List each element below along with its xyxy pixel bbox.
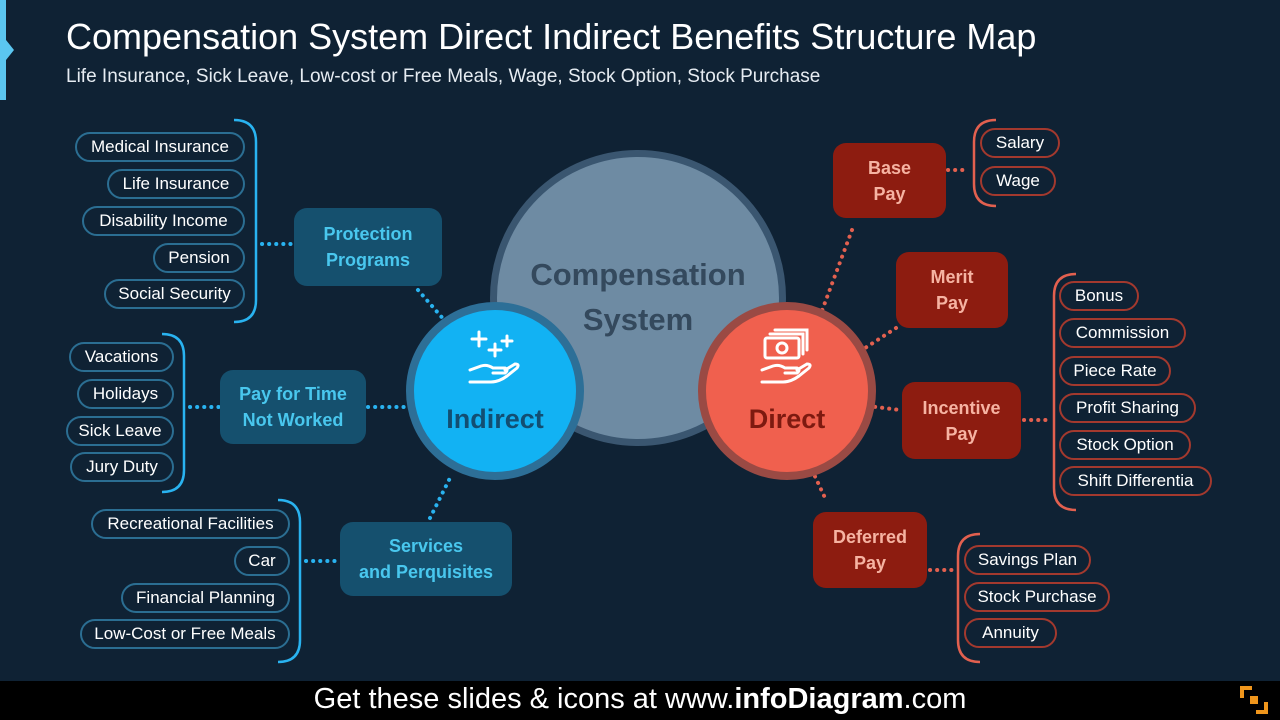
category-line2: Pay — [935, 293, 968, 313]
category-line1: Incentive — [922, 397, 1001, 418]
hand-money-icon — [760, 328, 812, 384]
category-line2: Pay — [853, 553, 887, 573]
category-line2: Not Worked — [242, 410, 344, 430]
category-line1: Protection — [323, 224, 413, 244]
bracket-time — [161, 332, 186, 494]
list-item: Annuity — [964, 618, 1057, 648]
bracket-base — [972, 118, 997, 208]
footer-prefix: Get these slides & icons at www. — [313, 683, 735, 715]
category-line1: Deferred — [832, 527, 908, 547]
category-line2: Pay — [945, 423, 978, 444]
infodiagram-logo-icon — [1240, 686, 1268, 714]
compensation-label-line2: System — [582, 302, 694, 337]
category-line2: and Perquisites — [358, 562, 494, 582]
accent-notch — [6, 40, 14, 60]
list-item: Profit Sharing — [1059, 393, 1196, 423]
category-line1: Base — [867, 157, 912, 178]
list-item: Salary — [980, 128, 1060, 158]
footer-link[interactable]: Get these slides & icons at www.infoDiag… — [0, 683, 1280, 716]
footer-brand: infoDiagram — [734, 683, 904, 715]
category-services: Services and Perquisites — [340, 522, 512, 596]
accent-bar — [0, 0, 6, 100]
footer-suffix: .com — [903, 683, 967, 715]
list-item: Vacations — [69, 342, 174, 372]
list-item: Car — [234, 546, 290, 576]
list-item: Medical Insurance — [75, 132, 245, 162]
list-item: Jury Duty — [70, 452, 174, 482]
list-item: Holidays — [77, 379, 174, 409]
list-item: Bonus — [1059, 281, 1139, 311]
footer-bar — [0, 681, 1280, 720]
page-title: Compensation System Direct Indirect Bene… — [66, 16, 1037, 57]
category-line2: Programs — [325, 250, 411, 270]
direct-label: Direct — [748, 404, 826, 434]
indirect-circle — [406, 302, 584, 480]
connector-protection-indirect — [416, 288, 448, 324]
direct-circle — [698, 302, 876, 480]
list-item: Commission — [1059, 318, 1186, 348]
list-item: Stock Purchase — [964, 582, 1110, 612]
compensation-label-line1: Compensation — [530, 257, 746, 292]
page-subtitle: Life Insurance, Sick Leave, Low-cost or … — [66, 66, 821, 87]
connector-services-indirect — [428, 472, 454, 520]
category-line1: Merit — [930, 267, 974, 287]
list-item: Stock Option — [1059, 430, 1191, 460]
list-item: Financial Planning — [121, 583, 290, 613]
list-item: Wage — [980, 166, 1056, 196]
list-item: Shift Differentia — [1059, 466, 1212, 496]
bracket-deferred — [956, 532, 981, 664]
indirect-label: Indirect — [446, 404, 544, 434]
list-item: Social Security — [104, 279, 245, 309]
list-item: Pension — [153, 243, 245, 273]
list-item: Sick Leave — [66, 416, 174, 446]
compensation-label: Compensation System — [490, 252, 786, 342]
list-item: Savings Plan — [964, 545, 1091, 575]
bracket-protection — [233, 118, 258, 324]
category-line2: Pay — [873, 183, 906, 204]
connector-base-direct — [818, 228, 854, 318]
bracket-services — [277, 498, 302, 664]
category-line1: Pay for Time — [239, 384, 347, 404]
list-item: Recreational Facilities — [91, 509, 290, 539]
connector-merit-direct — [860, 326, 898, 352]
bracket-incentive — [1052, 272, 1077, 512]
category-line1: Services — [388, 536, 464, 556]
list-item: Low-Cost or Free Meals — [80, 619, 290, 649]
hand-sparkles-icon — [468, 330, 520, 384]
list-item: Disability Income — [82, 206, 245, 236]
list-item: Piece Rate — [1059, 356, 1171, 386]
list-item: Life Insurance — [107, 169, 245, 199]
